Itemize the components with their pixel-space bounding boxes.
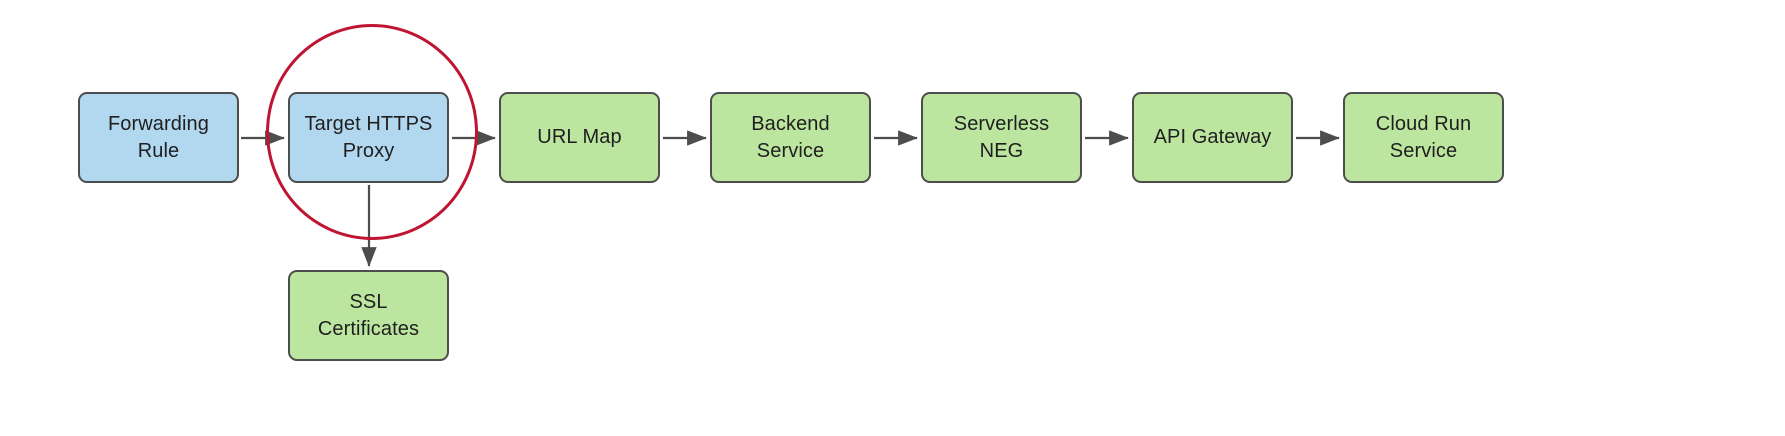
node-label-forwarding-rule: Forwarding Rule <box>107 113 210 162</box>
node-ssl-certificates[interactable]: SSL Certificates <box>288 270 449 361</box>
node-label-target-https-proxy: Target HTTPS Proxy <box>304 113 433 162</box>
node-api-gateway[interactable]: API Gateway <box>1132 92 1293 183</box>
node-forwarding-rule[interactable]: Forwarding Rule <box>78 92 239 183</box>
node-cloud-run-service[interactable]: Cloud Run Service <box>1343 92 1504 183</box>
node-backend-service[interactable]: Backend Service <box>710 92 871 183</box>
highlight-circle-target-https-proxy <box>266 24 478 240</box>
node-url-map[interactable]: URL Map <box>499 92 660 183</box>
node-label-serverless-neg: Serverless NEG <box>953 113 1050 162</box>
node-label-backend-service: Backend Service <box>751 113 830 162</box>
node-target-https-proxy[interactable]: Target HTTPS Proxy <box>288 92 449 183</box>
node-label-ssl-certificates: SSL Certificates <box>317 291 420 340</box>
node-serverless-neg[interactable]: Serverless NEG <box>921 92 1082 183</box>
node-label-cloud-run-service: Cloud Run Service <box>1375 113 1472 162</box>
node-label-url-map: URL Map <box>537 126 622 149</box>
node-label-api-gateway: API Gateway <box>1153 126 1272 149</box>
